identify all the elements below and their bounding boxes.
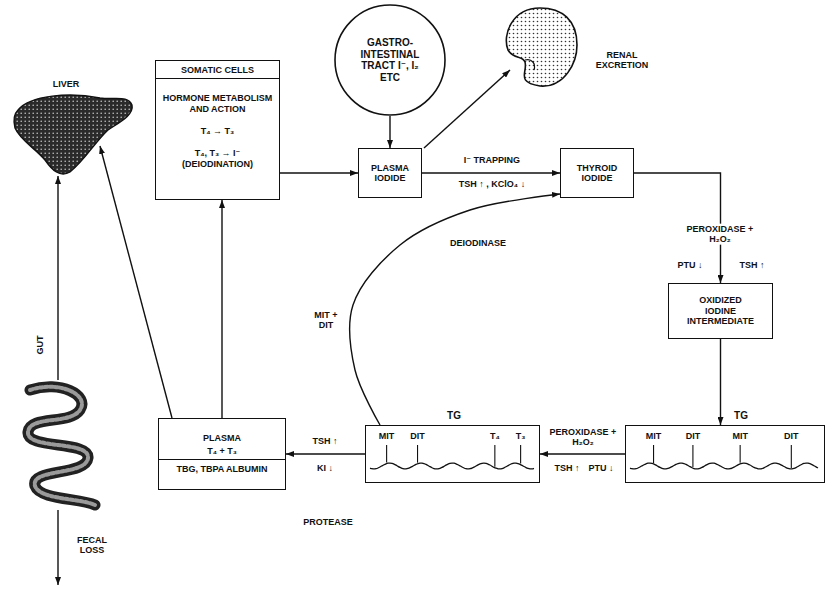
protein-chain xyxy=(370,463,534,469)
source-circle: GASTRO- INTESTINAL TRACT I⁻, I₂ ETC xyxy=(334,4,446,116)
liver-illustration xyxy=(14,95,132,174)
regulator-label: KI ↓ xyxy=(315,463,335,473)
organ-label: GUT xyxy=(35,334,45,357)
process-box: SOMATIC CELLS HORMONE METABOLISM AND ACTI… xyxy=(155,60,280,200)
node-text: HORMONE METABOLISM AND ACTION xyxy=(162,93,273,114)
node-text: T₄, T₃ → I⁻ (DEIODINATION) xyxy=(162,148,273,169)
enzyme-label: PROTEASE xyxy=(301,517,355,527)
residue-label: DIT xyxy=(686,431,701,441)
residue-label: DIT xyxy=(784,431,799,441)
node-heading: TG xyxy=(734,410,748,422)
residue-tick xyxy=(653,445,654,463)
gut-illustration xyxy=(28,387,95,505)
flow-arrow xyxy=(280,172,358,173)
fecal-arrow xyxy=(57,510,58,585)
residue-label: MIT xyxy=(732,431,748,441)
flow-arrow xyxy=(349,194,560,425)
node-text: PLASMA xyxy=(169,433,275,443)
edge-label: DEIODINASE xyxy=(448,238,508,248)
protein-chain xyxy=(630,463,818,469)
regulator-label: TSH ↑ , KClO₄ ↓ xyxy=(457,179,527,189)
regulator-label: TSH ↑ xyxy=(310,436,339,446)
flow-arrow xyxy=(422,172,560,173)
regulator-label: TSH ↑ xyxy=(552,463,581,473)
node-text: PLASMA IODIDE xyxy=(365,163,415,184)
flow-arrow xyxy=(540,453,625,454)
node-text: THYROID IODIDE xyxy=(567,163,627,184)
regulator-label: PTU ↓ xyxy=(675,260,704,270)
flow-arrow xyxy=(286,453,365,454)
kidney-illustration xyxy=(506,8,577,86)
edge-label: PEROXIDASE + H₂O₂ xyxy=(546,427,620,448)
residue-label: DIT xyxy=(410,431,425,441)
process-box: OXIDIZED IODINE INTERMEDIATE xyxy=(668,283,773,339)
edge-label: I⁻ TRAPPING xyxy=(462,155,522,165)
edge-label: PEROXIDASE + H₂O₂ xyxy=(679,224,761,245)
process-box: PLASMA IODIDE xyxy=(358,148,422,198)
node-text: GASTRO- INTESTINAL TRACT I⁻, I₂ ETC xyxy=(350,37,430,83)
regulator-label: TSH ↑ xyxy=(737,260,766,270)
gut-illustration-inner xyxy=(28,387,95,505)
node-text: TBG, TBPA ALBUMIN xyxy=(169,464,275,474)
circle-shape xyxy=(335,5,445,115)
node-heading: TG xyxy=(447,410,461,422)
organ-label: RENAL EXCRETION xyxy=(585,50,659,71)
residue-label: MIT xyxy=(646,431,662,441)
residue-tick xyxy=(494,445,495,467)
residue-tick xyxy=(740,445,741,463)
residue-label: MIT xyxy=(379,431,395,441)
residue-label: T₃ xyxy=(516,431,526,441)
residue-label: T₄ xyxy=(490,431,500,441)
node-heading: SOMATIC CELLS xyxy=(156,65,279,79)
residue-tick xyxy=(520,445,521,464)
thyroglobulin-box: TGMITDITT₄T₃ xyxy=(365,425,540,483)
flow-arrow xyxy=(389,116,390,148)
node-text: T₄ → T₃ xyxy=(162,126,273,136)
product-label: MIT + DIT xyxy=(312,310,340,331)
process-box: PLASMA T₄ + T₃ TBG, TBPA ALBUMIN xyxy=(158,418,286,490)
organ-label: LIVER xyxy=(51,79,82,89)
regulator-label: PTU ↓ xyxy=(586,463,615,473)
organ-label: FECAL LOSS xyxy=(67,535,117,556)
flow-arrow xyxy=(221,200,222,418)
residue-tick xyxy=(692,445,693,467)
residue-tick xyxy=(386,445,387,463)
process-box: THYROID IODIDE xyxy=(560,148,634,198)
node-heading: T₄ + T₃ xyxy=(159,446,285,460)
thyroglobulin-box: TGMITDITMITDIT xyxy=(625,425,825,483)
gut-liver-arrow xyxy=(57,176,58,380)
flow-arrow xyxy=(720,339,721,425)
residue-tick xyxy=(791,445,792,468)
node-text: OXIDIZED IODINE INTERMEDIATE xyxy=(683,295,758,326)
kidney-hilum xyxy=(525,60,535,70)
residue-tick xyxy=(417,445,418,463)
